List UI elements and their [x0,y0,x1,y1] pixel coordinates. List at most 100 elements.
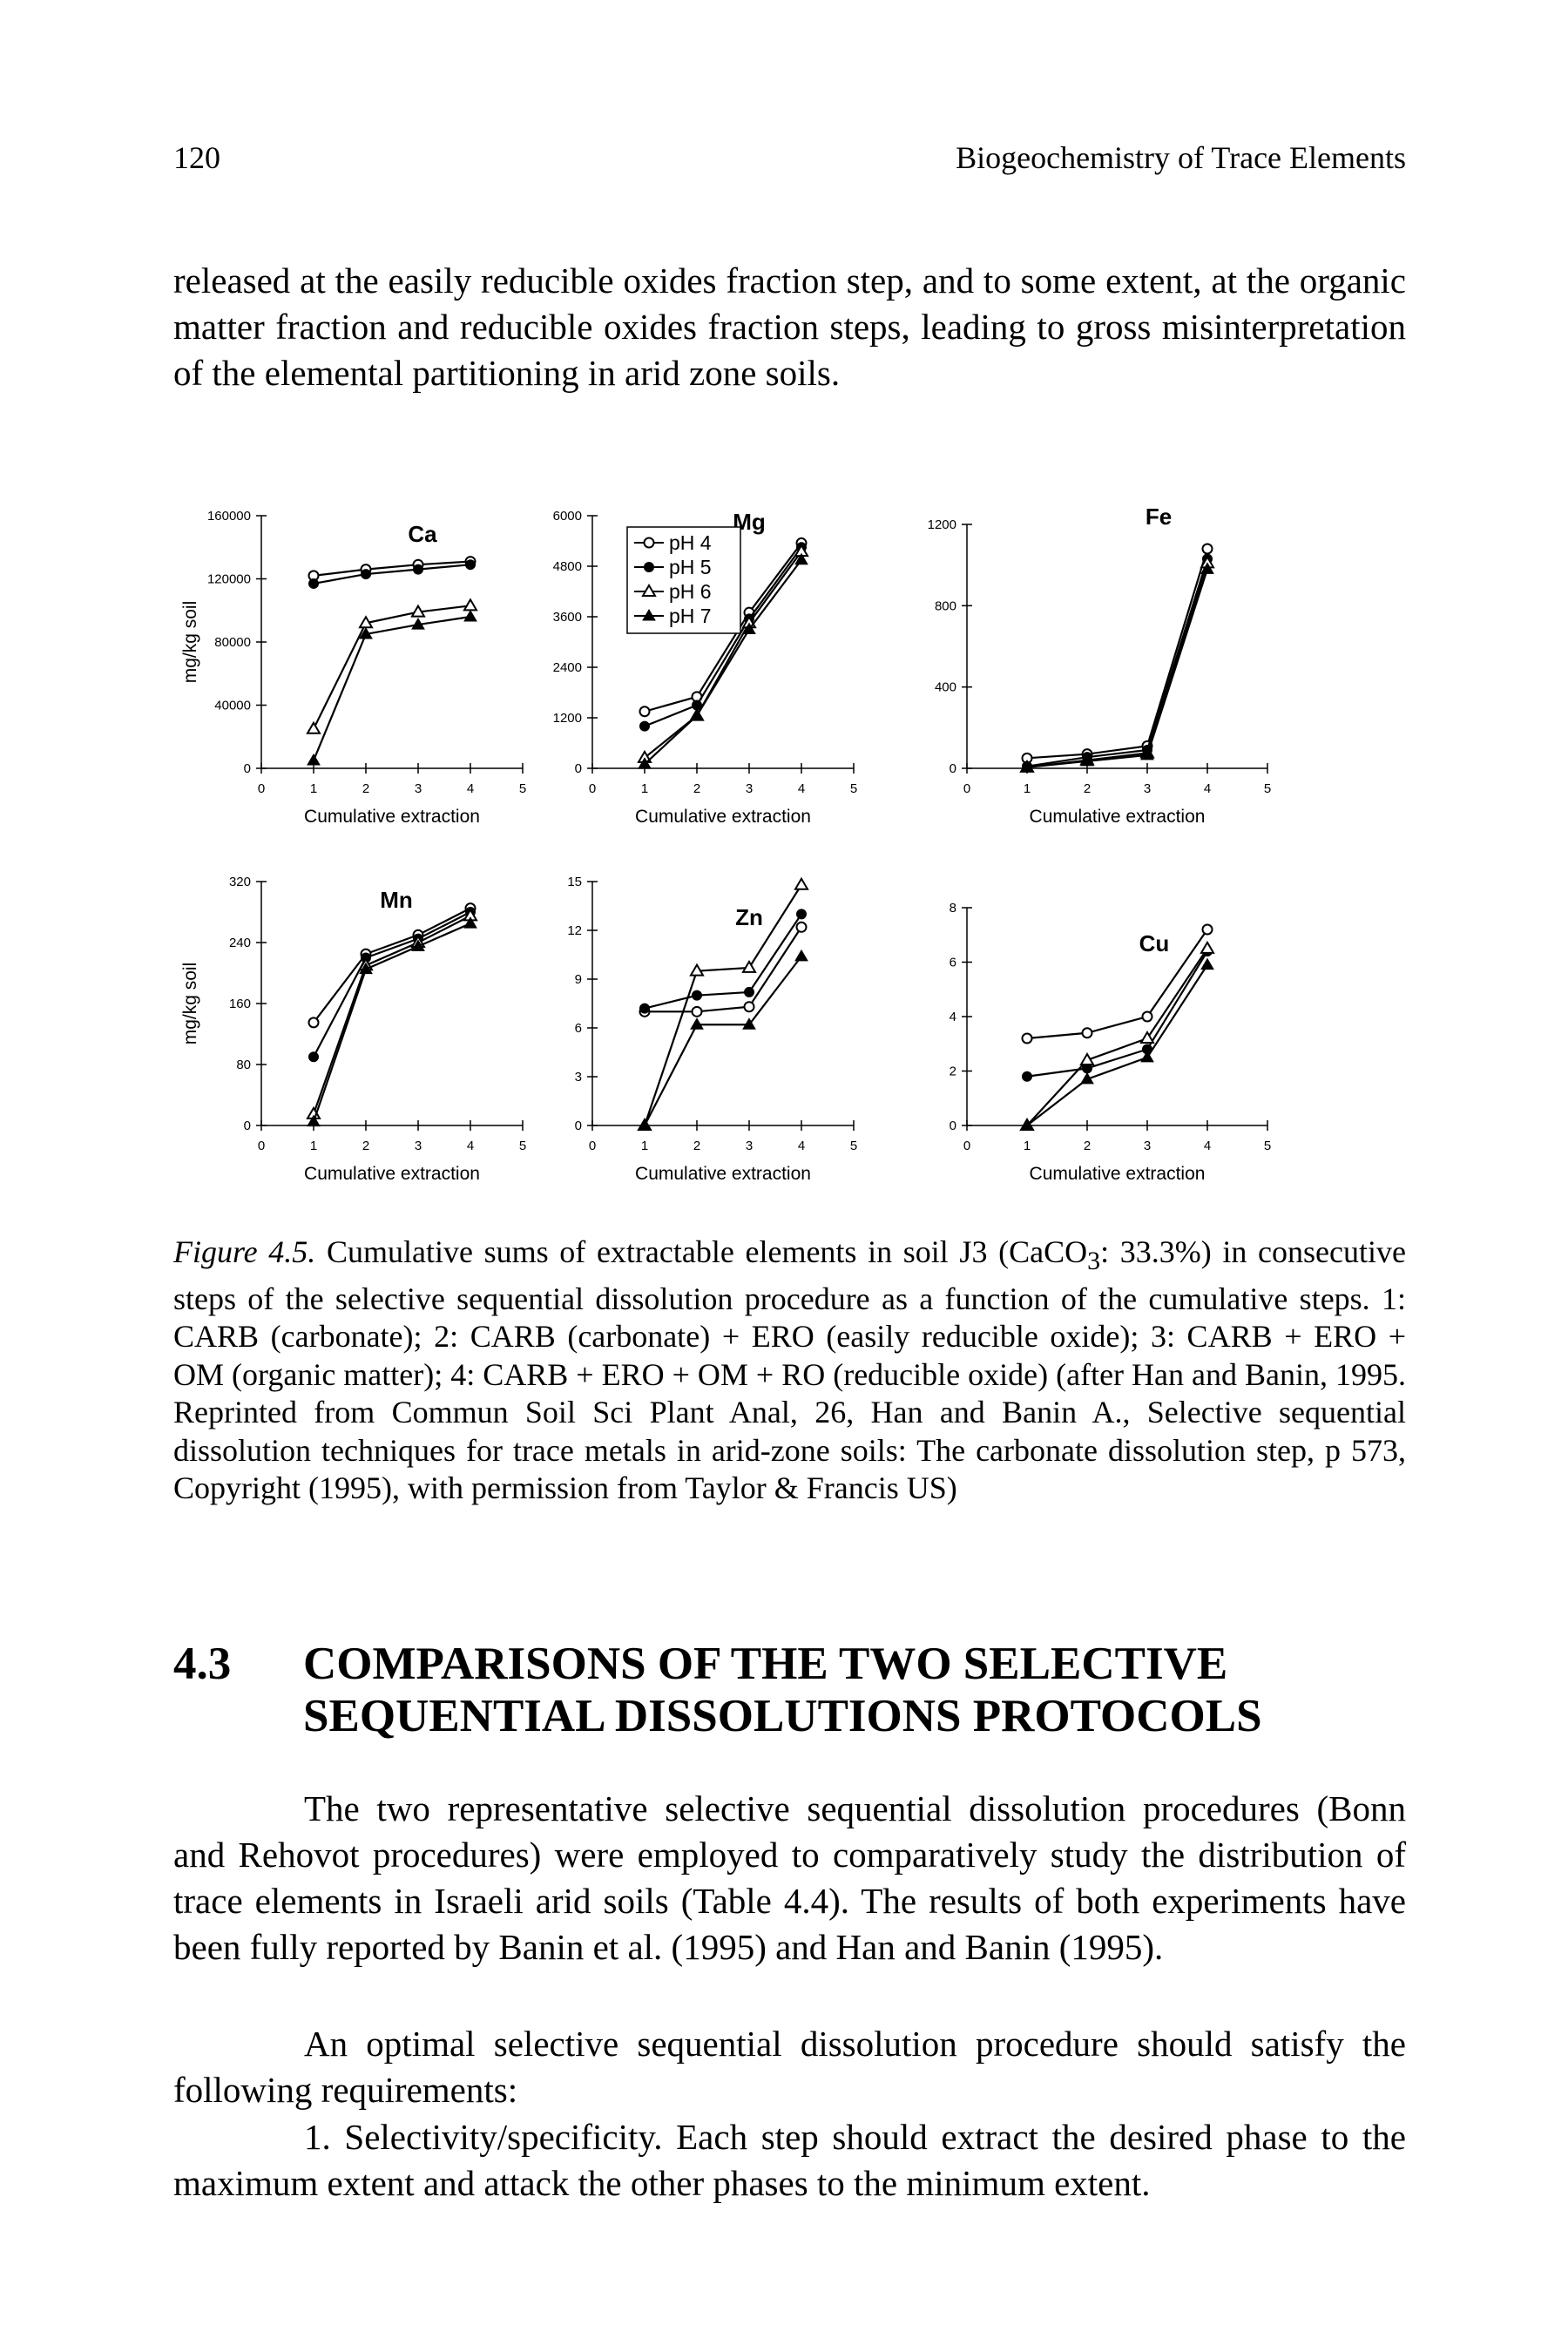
x-tick-label: 3 [746,781,753,796]
y-tick-label: 2 [950,1064,956,1079]
x-tick-label: 2 [362,1139,369,1153]
series-line [312,615,471,761]
y-tick-label: 120000 [207,572,251,587]
data-point [359,626,373,639]
y-tick-label: 4800 [553,559,582,574]
page-number: 120 [173,140,220,175]
data-point [692,990,702,1001]
data-point [410,604,426,618]
data-point [690,1017,704,1030]
y-tick-label: 160000 [207,509,251,524]
x-tick-label: 1 [1024,781,1031,796]
series-line [313,911,471,1058]
y-tick-label: 0 [575,1119,582,1133]
data-point [411,939,425,951]
series-line [644,559,802,765]
x-tick-label: 5 [1264,1139,1271,1153]
chart-title: Mn [380,887,413,913]
y-tick-label: 6 [950,956,956,970]
x-axis-label: Cumulative extraction [304,807,480,827]
data-point [639,1003,650,1014]
x-tick-label: 3 [415,781,422,796]
x-tick-label: 0 [963,781,970,796]
y-tick-label: 0 [575,761,582,776]
data-point [1081,1027,1093,1039]
data-point [796,909,807,920]
data-point [1140,747,1154,760]
data-point [1139,1031,1155,1044]
x-tick-label: 3 [415,1139,422,1153]
caption-label: Figure 4.5. [173,1234,316,1269]
y-tick-label: 6000 [553,509,582,524]
data-point [1022,1071,1032,1082]
x-tick-label: 2 [362,781,369,796]
data-point [638,757,652,769]
data-point [638,1119,652,1131]
data-point [689,963,705,977]
data-point [794,552,808,565]
data-point [794,876,809,890]
section-number: 4.3 [173,1639,232,1689]
data-point [743,1001,755,1013]
series-line [1026,563,1209,768]
data-point [308,1051,319,1063]
caption-subscript: 3 [1087,1247,1101,1276]
x-axis-label: Cumulative extraction [304,1164,480,1184]
series-line [644,542,802,713]
y-tick-label: 3 [575,1070,582,1085]
y-tick-label: 2400 [553,660,582,675]
data-point [1201,923,1213,936]
caption-text-b: : 33.3%) in consecutive steps of the sel… [173,1234,1406,1506]
x-axis-label: Cumulative extraction [635,807,811,827]
y-tick-label: 0 [244,761,251,776]
x-tick-label: 4 [467,781,474,796]
data-point [1140,1050,1154,1063]
data-point [1201,543,1213,555]
x-tick-label: 2 [693,781,700,796]
data-point [1080,1071,1094,1085]
x-tick-label: 0 [258,781,265,796]
y-tick-label: 80000 [214,635,251,650]
legend-entry: pH 5 [669,556,712,578]
y-axis-label: mg/kg soil [180,963,200,1045]
data-point [742,622,756,634]
y-tick-label: 0 [244,1119,251,1133]
y-tick-label: 0 [950,1119,956,1133]
data-point [1200,940,1215,954]
legend-marker [642,609,656,621]
data-point [744,986,754,997]
section-title: COMPARISONS OF THE TWO SELECTIVE SEQUENT… [303,1639,1262,1741]
figure-caption: Figure 4.5. Cumulative sums of extractab… [173,1233,1406,1508]
legend-marker [643,537,655,549]
data-point [1079,1052,1095,1065]
x-tick-label: 5 [1264,781,1271,796]
x-tick-label: 1 [641,1139,648,1153]
data-point [1141,1010,1153,1023]
y-tick-label: 1200 [928,517,956,532]
data-point [359,962,373,975]
chart-title: Zn [735,904,763,930]
data-point [795,921,808,933]
data-point [308,1017,320,1029]
series-line [1026,568,1209,768]
data-point [639,720,650,732]
data-point [1080,754,1094,767]
y-tick-label: 400 [935,680,956,695]
body-paragraph-1: The two representative selective sequent… [173,1788,1406,1967]
x-tick-label: 2 [693,1139,700,1153]
x-tick-label: 4 [798,781,805,796]
series-line [1026,950,1208,1078]
x-tick-label: 3 [1144,1139,1151,1153]
x-tick-label: 1 [310,781,317,796]
y-tick-label: 160 [229,997,251,1011]
data-point [742,1017,756,1030]
data-point [1021,1032,1033,1044]
legend-entry: pH 6 [669,580,712,603]
data-point [463,610,477,622]
data-point [307,1114,321,1127]
chart-title: Cu [1139,930,1170,956]
data-point [1200,957,1214,970]
